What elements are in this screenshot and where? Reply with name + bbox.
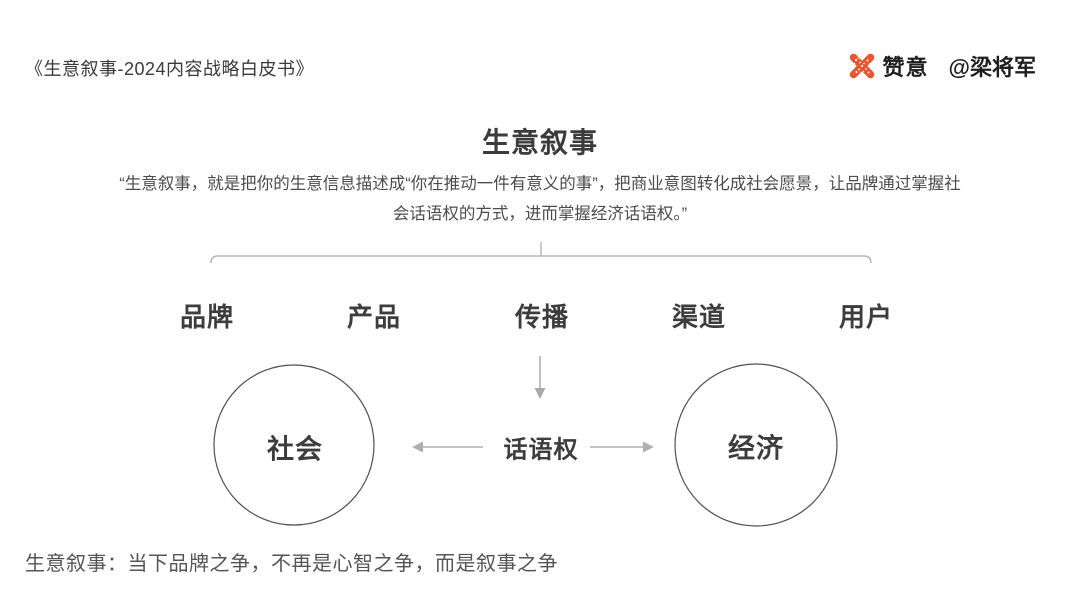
page-title: 生意叙事 <box>481 127 598 158</box>
economy-circle-label: 经济 <box>728 433 784 464</box>
brand-header: 赞意 @梁将军 <box>847 50 1036 82</box>
brand-name: 赞意 <box>882 55 929 80</box>
term-user: 用户 <box>838 302 894 332</box>
author-handle: @梁将军 <box>948 55 1036 80</box>
footer-summary: 生意叙事：当下品牌之争，不再是心智之争，而是叙事之争 <box>25 553 558 575</box>
quote-line-1: “生意叙事，就是把你的生意信息描述成“你在推动一件有意义的事”，把商业意图转化成… <box>119 175 961 193</box>
economy-circle <box>674 363 838 527</box>
x-cross-logo-icon <box>849 53 874 79</box>
society-circle-label: 社会 <box>267 434 323 465</box>
term-communication: 传播 <box>514 302 570 332</box>
term-channel: 渠道 <box>671 302 727 332</box>
down-arrow-icon <box>534 356 546 399</box>
scope-bracket-icon <box>210 242 872 264</box>
society-circle <box>213 364 375 526</box>
term-brand: 品牌 <box>179 302 235 332</box>
source-title: 《生意叙事-2024内容战略白皮书》 <box>25 59 315 79</box>
right-arrow-icon <box>590 441 654 453</box>
term-product: 产品 <box>346 302 402 332</box>
quote-block: “生意叙事，就是把你的生意信息描述成“你在推动一件有意义的事”，把商业意图转化成… <box>0 169 1080 229</box>
quote-line-2: 会话语权的方式，进而掌握经济话语权。” <box>392 205 688 223</box>
discourse-power-label: 话语权 <box>503 436 579 464</box>
left-arrow-icon <box>412 441 483 453</box>
